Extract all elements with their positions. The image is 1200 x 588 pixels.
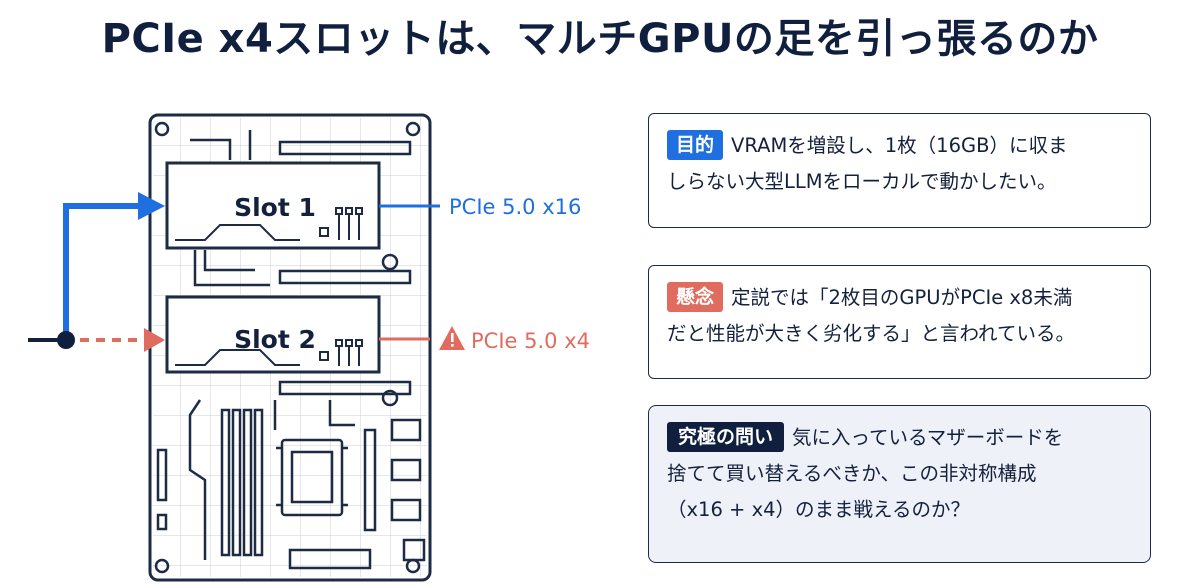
concern-text-1: 定説では「2枚目のGPUがPCIe x8未満	[731, 286, 1073, 309]
ultimate-question-card: 究極の問い気に入っているマザーボードを 捨てて買い替えるべきか、この非対称構成 …	[648, 405, 1151, 563]
page-title: PCIe x4スロットは、マルチGPUの足を引っ張るのか	[101, 16, 1099, 62]
purpose-text-2: しらない大型LLMをローカルで動かしたい。	[667, 170, 1057, 193]
concern-tag: 懸念	[667, 282, 724, 312]
slot-2: Slot 2	[165, 295, 381, 374]
lower-components	[156, 399, 426, 570]
slot-1-label: Slot 1	[234, 193, 316, 222]
concern-text-2: だと性能が大きく劣化する」と言われている。	[667, 322, 1075, 345]
pcie-slot-top	[190, 130, 412, 396]
purpose-text-1: VRAMを増設し、1枚（16GB）に収ま	[731, 134, 1068, 157]
purpose-card: 目的 VRAMを増設し、1枚（16GB）に収ま しらない大型LLMをローカルで動か…	[648, 113, 1151, 228]
question-text-2: 捨てて買い替えるべきか、この非対称構成	[667, 462, 1037, 485]
slot-1: Slot 1	[165, 161, 381, 250]
slot-2-interface-label: PCIe 5.0 x4	[471, 329, 590, 353]
question-text-3: （x16 + x4）のまま戦えるのか？	[667, 498, 970, 521]
slot-1-interface-label: PCIe 5.0 x16	[449, 195, 581, 219]
concern-line-1: 懸念定説では「2枚目のGPUがPCIe x8未満	[667, 280, 1136, 316]
purpose-tag: 目的	[667, 130, 724, 160]
concern-card: 懸念定説では「2枚目のGPUがPCIe x8未満 だと性能が大きく劣化する」と言…	[648, 265, 1151, 379]
slot-2-label: Slot 2	[234, 325, 316, 354]
motherboard-diagram: Slot 1 Slot 2	[28, 113, 590, 582]
question-text-1: 気に入っているマザーボードを	[792, 426, 1064, 449]
question-tag: 究極の問い	[667, 422, 785, 452]
question-line-1: 究極の問い気に入っているマザーボードを	[667, 420, 1136, 456]
purpose-line-1: 目的 VRAMを増設し、1枚（16GB）に収ま	[667, 128, 1136, 164]
slot-1-connection	[63, 192, 165, 338]
warning-triangle-icon	[439, 326, 465, 350]
slot-2-connection	[28, 328, 165, 352]
